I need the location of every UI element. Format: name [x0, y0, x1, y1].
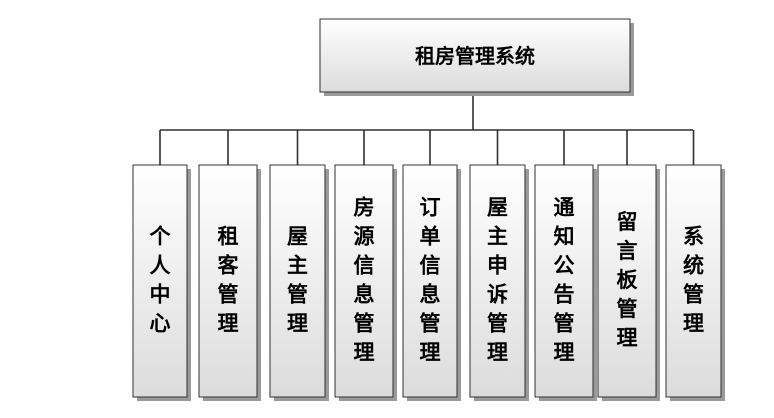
- child-module-node: 屋主管理: [269, 164, 329, 401]
- child-module-node: 房源信息管理: [334, 164, 397, 401]
- child-module-label: 房源信息管理: [354, 196, 375, 365]
- root-box: [319, 18, 631, 93]
- child-box: [269, 164, 326, 398]
- child-box: [597, 164, 657, 398]
- child-box: [469, 164, 526, 398]
- child-module-label: 个人中心: [150, 225, 172, 336]
- child-module-node: 通知公告管理: [534, 164, 597, 401]
- child-box: [198, 164, 258, 398]
- child-module-label: 通知公告管理: [554, 196, 575, 365]
- child-modules: 个人中心 租客管理 屋主管理 房源信息管理 订单信息管理 屋主申诉管理 通知公告管理 留言板管…: [132, 164, 725, 401]
- child-module-label: 屋主申诉管理: [487, 196, 508, 365]
- child-module-label: 留言板管理: [617, 210, 639, 350]
- child-box: [402, 164, 458, 398]
- child-module-label: 租客管理: [218, 225, 240, 336]
- root-title: 租房管理系统: [415, 44, 535, 68]
- child-module-node: 租客管理: [198, 164, 261, 401]
- child-drop-lines: [159, 130, 695, 165]
- child-module-node: 留言板管理: [597, 164, 660, 401]
- child-module-node: 系统管理: [665, 164, 725, 401]
- child-module-node: 订单信息管理: [402, 164, 461, 401]
- child-module-node: 屋主申诉管理: [469, 164, 529, 401]
- child-module-label: 订单信息管理: [420, 196, 441, 365]
- root-node: 租房管理系统: [319, 18, 634, 96]
- connector-lines: [159, 94, 695, 165]
- child-box: [132, 164, 188, 398]
- child-box: [534, 164, 594, 398]
- child-module-node: 个人中心: [132, 164, 191, 401]
- child-module-label: 系统管理: [683, 225, 704, 336]
- child-box: [334, 164, 394, 398]
- child-module-label: 屋主管理: [287, 225, 308, 336]
- child-box: [665, 164, 722, 398]
